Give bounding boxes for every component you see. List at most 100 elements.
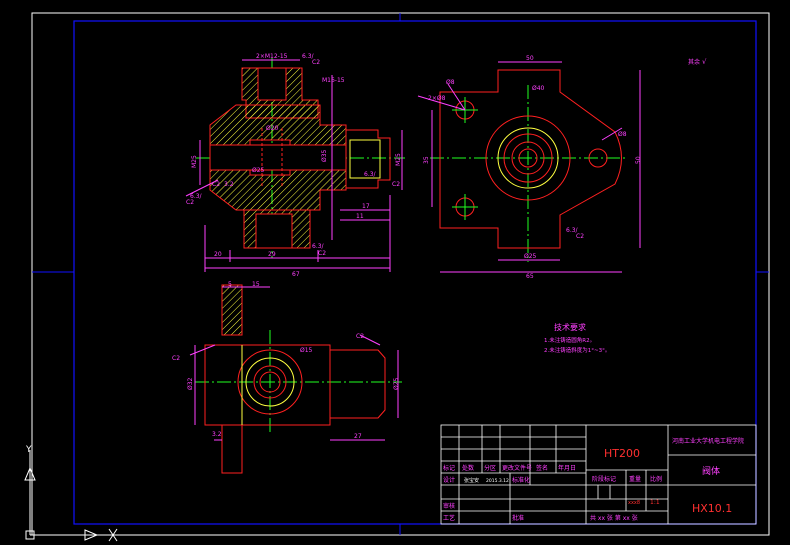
technical-requirements: 技术要求 1.未注铸造圆角R2。 2.未注铸造斜度为1°~3°。	[544, 322, 610, 354]
label-scale: 比例	[650, 475, 662, 483]
weight-value: xxx8	[628, 500, 640, 506]
dim-text: 50	[635, 156, 642, 164]
side-view: 5 15 C2 C2 Ø15 Ø32 Ø25 3.2 27	[172, 281, 402, 474]
outer-frame	[31, 12, 770, 536]
front-dimensions	[185, 59, 403, 272]
dim-text: 2×M12-15	[256, 53, 288, 60]
dim-text: Ø40	[532, 85, 545, 92]
dim-text: Ø35	[321, 149, 328, 162]
dim-text: 15	[252, 281, 260, 288]
dim-text: C2	[312, 59, 320, 66]
side-dim-texts: 5 15 C2 C2 Ø15 Ø32 Ø25 3.2 27	[172, 281, 400, 440]
label-stage: 阶段标记	[592, 475, 616, 483]
ucs-icon	[24, 450, 118, 542]
dim-text: C2	[212, 181, 220, 188]
label-mark: 标记	[443, 464, 455, 472]
tech-req-item: 2.未注铸造斜度为1°~3°。	[544, 346, 610, 354]
label-change-no: 更改文件号	[502, 464, 532, 472]
dim-text: M16-15	[322, 77, 345, 84]
side-pipe	[329, 349, 386, 419]
dim-text: Ø15	[300, 347, 313, 354]
dim-text: 27	[354, 433, 362, 440]
dim-text: Ø25	[252, 167, 265, 174]
dim-text: 6.3/	[190, 193, 203, 200]
label-review: 审核	[443, 502, 455, 510]
top-view: 50 Ø8 2×Ø8 Ø40 Ø8 35 50 6.3/ C2 Ø25 65 其…	[417, 55, 707, 280]
label-process: 工艺	[443, 514, 455, 522]
label-date: 年月日	[558, 464, 576, 472]
dim-text: 67	[292, 271, 300, 278]
dim-text: 6.3/	[566, 227, 579, 234]
dim-text: 50	[526, 55, 534, 62]
side-flange	[221, 284, 243, 336]
dim-text: 65	[526, 273, 534, 280]
drawing-number: HX10.1	[692, 502, 732, 515]
front-body-channel	[209, 144, 347, 171]
dim-text: 6.3/	[302, 53, 315, 60]
ucs-y-label: Y	[25, 445, 32, 455]
label-standard: 标准化	[512, 476, 530, 484]
dim-text: 6.3/	[364, 171, 377, 178]
dim-text: Ø20	[266, 125, 279, 132]
dim-text: Ø8	[446, 79, 455, 86]
label-weight: 重量	[629, 475, 641, 483]
roughness-note: 其余	[688, 58, 700, 66]
top-main-bore	[485, 115, 571, 201]
side-bore	[253, 365, 287, 399]
part-name: 阀体	[702, 465, 720, 477]
tech-req-title: 技术要求	[554, 322, 586, 332]
material: HT200	[604, 447, 640, 460]
front-bottom-bore	[255, 213, 293, 249]
label-signature: 签名	[536, 464, 548, 472]
dim-text: M25	[191, 155, 198, 168]
dim-text: Ø25	[524, 253, 537, 260]
dim-text: M25	[395, 153, 402, 166]
dim-text: C2	[356, 333, 364, 340]
front-right-pipe	[345, 129, 391, 189]
side-dimensions	[189, 286, 399, 441]
sheet-count: 共 xx 张 第 xx 张	[590, 514, 638, 522]
top-main-bore	[518, 148, 538, 168]
dim-text: 6.3/	[312, 243, 325, 250]
dim-text: Ø25	[393, 377, 400, 390]
top-main-bore	[503, 133, 553, 183]
dim-text: 29	[268, 251, 276, 258]
title-block-texts: HT200 河南工业大学机电工程学院 阀体 HX10.1 1:1 xxx8 标记…	[443, 437, 744, 522]
top-dimensions	[417, 61, 641, 273]
scale-value: 1:1	[650, 499, 660, 506]
dim-text: 35	[423, 156, 430, 164]
dim-text: 11	[356, 213, 364, 220]
dim-text: 20	[214, 251, 222, 258]
design-date: 2015.3.12	[486, 478, 509, 484]
label-approve: 批准	[512, 514, 524, 522]
roughness-symbol: √	[702, 58, 707, 66]
designer-name: 张宝安	[464, 477, 479, 484]
front-right-bore	[349, 139, 381, 179]
dim-text: C2	[576, 233, 584, 240]
dim-text: Ø32	[187, 377, 194, 390]
dim-text: 3.2	[212, 431, 222, 438]
dim-text: 17	[362, 203, 370, 210]
top-main-bore	[497, 127, 559, 189]
dim-text: 5	[228, 281, 232, 288]
side-body	[204, 344, 331, 426]
front-dim-texts: 2×M12-15 6.3/ C2 M16-15 Ø20 Ø25 M25 M25 …	[186, 53, 402, 278]
dim-text: Ø8	[618, 131, 627, 138]
dim-text: 2×Ø8	[428, 95, 446, 102]
top-main-bore	[511, 141, 545, 175]
label-count: 处数	[462, 464, 474, 472]
front-view: 2×M12-15 6.3/ C2 M16-15 Ø20 Ø25 M25 M25 …	[185, 53, 405, 278]
dim-text: C2	[392, 181, 400, 188]
dim-text: C2	[172, 355, 180, 362]
dim-text: C2	[186, 199, 194, 206]
front-top-bore	[257, 67, 287, 101]
dim-text: C2	[318, 250, 326, 257]
side-bore	[237, 349, 303, 415]
top-dim-texts: 50 Ø8 2×Ø8 Ø40 Ø8 35 50 6.3/ C2 Ø25 65	[423, 55, 642, 280]
school-name: 河南工业大学机电工程学院	[672, 437, 744, 445]
title-block-border	[440, 424, 757, 525]
side-bore	[245, 357, 295, 407]
tech-req-item: 1.未注铸造圆角R2。	[544, 336, 595, 344]
